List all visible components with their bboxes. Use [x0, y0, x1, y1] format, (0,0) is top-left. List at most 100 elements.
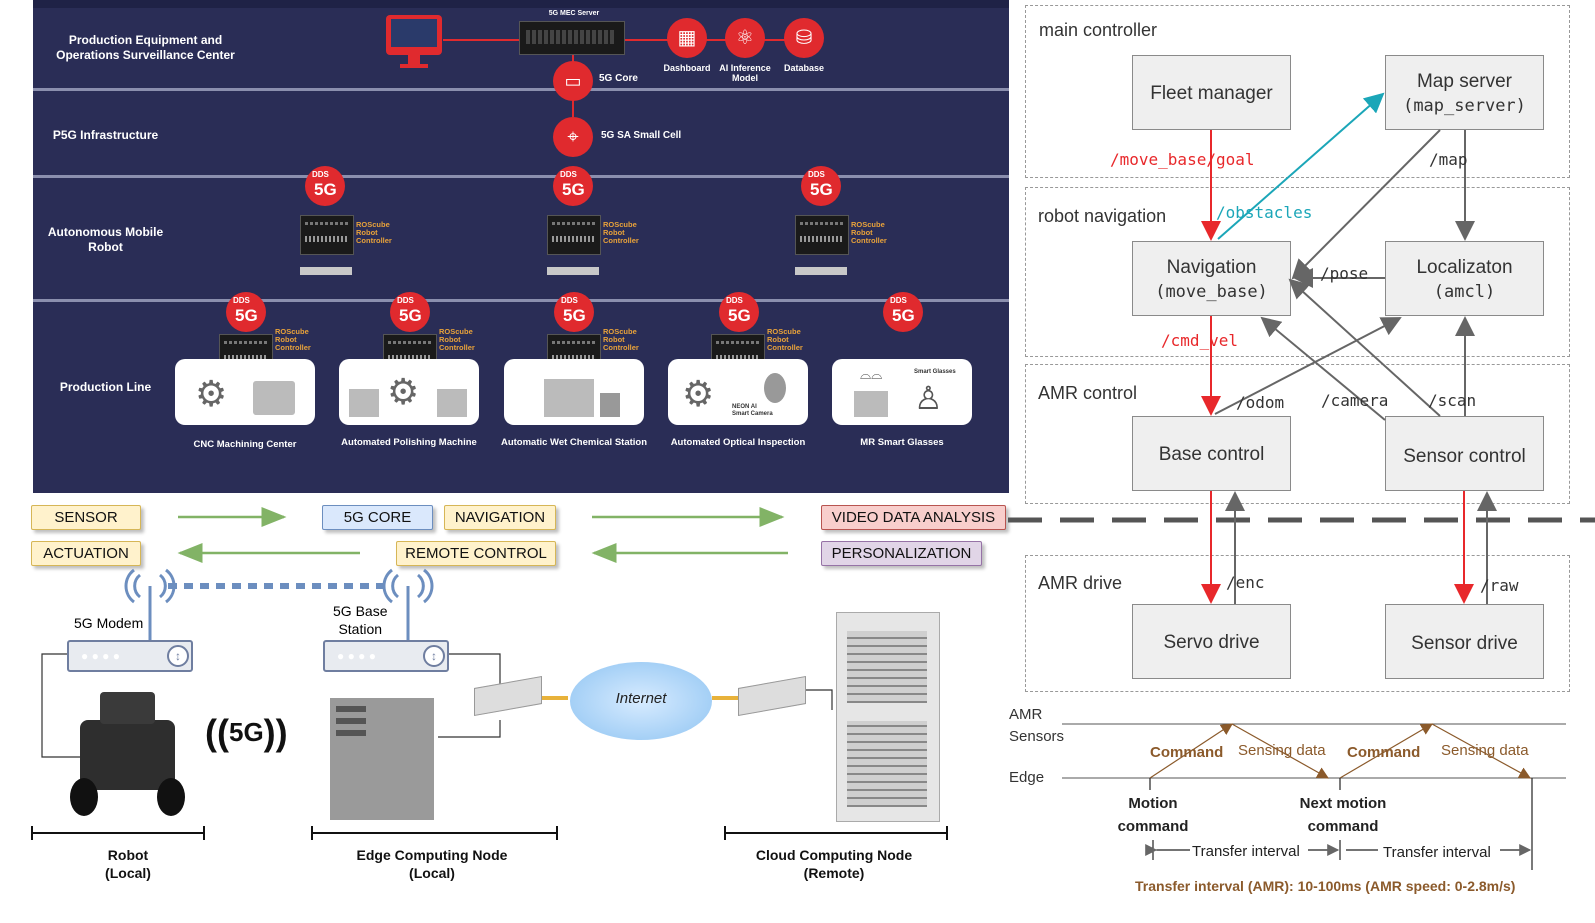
production-architecture-panel: Production Equipment and Operations Surv… [33, 0, 1009, 493]
node-edge: Edge Computing Node(Local) [356, 847, 508, 881]
station-card-cnc: ⚙ [175, 359, 315, 425]
5g-signal-badge: ((5G)) [205, 712, 288, 753]
controller-label: ROScube Robot Controller [603, 220, 639, 245]
ai-model-icon: ⚛ [725, 18, 765, 58]
internet-label: Internet [615, 690, 667, 707]
edge-bracket [311, 826, 558, 840]
timeline-amr-label: AMR Sensors [1009, 706, 1065, 745]
amr-base-icon [300, 267, 352, 275]
band-label-production-line: Production Line [59, 380, 152, 394]
topic-map: /map [1429, 150, 1468, 169]
internet-cloud-icon [570, 662, 712, 740]
station-label: CNC Machining Center [193, 439, 297, 450]
band-divider [33, 88, 1009, 91]
topic-cmd-vel: /cmd_vel [1161, 331, 1239, 350]
topic-raw: /raw [1480, 576, 1519, 595]
modem-icon: ● ● ● ● ↕ [67, 640, 193, 672]
controller-label: ROScube Robot Controller [275, 327, 311, 352]
station-card-optical: ⚙ NEON AI Smart Camera [668, 359, 808, 425]
section-label: robot navigation [1038, 206, 1167, 226]
topic-scan: /scan [1428, 391, 1477, 410]
edge-server-icon [330, 698, 434, 820]
tag-5g-core: 5G CORE [322, 505, 433, 530]
controller-label: ROScube Robot Controller [356, 220, 392, 245]
robot-arm-icon: ⚙ [195, 373, 228, 414]
topic-enc: /enc [1226, 573, 1265, 592]
transfer-interval-label: Transfer interval [1383, 844, 1491, 861]
command-label: Command [1150, 744, 1224, 761]
robot-controller-icon [300, 215, 354, 255]
fleet-manager-box: Fleet manager [1132, 55, 1291, 130]
robot-icon [70, 690, 185, 820]
servo-drive-box: Servo drive [1132, 604, 1291, 679]
controller-label: ROScube Robot Controller [851, 220, 887, 245]
sensing-data-label: Sensing data [1441, 742, 1529, 759]
service-label: AI Inference Model [719, 63, 771, 83]
transfer-interval-label: Transfer interval [1192, 843, 1300, 860]
sensing-data-label: Sensing data [1238, 742, 1326, 759]
modem-label: 5G Modem [74, 615, 144, 631]
service-label: Database [783, 63, 825, 73]
network-diagram [41, 507, 833, 758]
station-label: Automatic Wet Chemical Station [500, 437, 648, 448]
section-label: main controller [1039, 20, 1158, 40]
map-server-box: Map server(map_server) [1385, 55, 1544, 130]
tag-actuation: ACTUATION [31, 541, 141, 566]
monitor-icon [386, 15, 442, 68]
band-label-infrastructure: P5G Infrastructure [52, 128, 159, 142]
topic-obstacles: /obstacles [1216, 203, 1313, 222]
station-card-glasses: ⌓⌓ Smart Glasses ♙ [832, 359, 972, 425]
network-boundary-line [1008, 517, 1595, 523]
topic-odom: /odom [1236, 393, 1285, 412]
cloud-rack-icon [836, 612, 940, 822]
section-amr-drive [1025, 555, 1570, 692]
mec-server-label: 5G MEC Server [548, 10, 600, 17]
tag-video-analysis: VIDEO DATA ANALYSIS [821, 505, 1006, 530]
controller-label: ROScube Robot Controller [439, 327, 475, 352]
amr-base-icon [547, 267, 599, 275]
worker-icon: ♙ [914, 380, 943, 416]
robot-bracket [31, 826, 205, 840]
localization-box: Localizaton(amcl) [1385, 241, 1544, 316]
tag-remote-control: REMOTE CONTROL [396, 541, 556, 566]
cloud-bracket [724, 826, 948, 840]
camera-icon [764, 373, 786, 403]
section-label: AMR control [1038, 383, 1138, 403]
base-control-box: Base control [1132, 416, 1291, 491]
controller-label: ROScube Robot Controller [767, 327, 803, 352]
mec-server-icon [519, 21, 625, 55]
ros-arrows [1062, 92, 1566, 870]
band-label-amr: Autonomous Mobile Robot [47, 225, 164, 254]
sensor-control-box: Sensor control [1385, 416, 1544, 491]
topic-camera: /camera [1321, 391, 1389, 410]
next-motion-command-label: Next motion command [1299, 795, 1387, 835]
base-station-label: 5G Base Station [333, 603, 388, 637]
topic-pose: /pose [1320, 264, 1369, 283]
transfer-interval-footer: Transfer interval (AMR): 10-100ms (AMR s… [1135, 878, 1516, 894]
robot-controller-icon [547, 215, 601, 255]
service-label: Dashboard [663, 63, 711, 73]
station-card-wet-chemical [504, 359, 644, 425]
tag-sensor: SENSOR [31, 505, 141, 530]
controller-label: ROScube Robot Controller [603, 327, 639, 352]
band-divider [33, 299, 1009, 302]
band-divider [33, 175, 1009, 178]
tag-personalization: PERSONALIZATION [821, 541, 982, 566]
small-cell-label: 5G SA Small Cell [601, 130, 682, 141]
sensor-drive-box: Sensor drive [1385, 604, 1544, 679]
station-label: Automated Polishing Machine [341, 437, 477, 448]
amr-base-icon [795, 267, 847, 275]
command-label: Command [1347, 744, 1421, 761]
core-router-icon: ▭ [553, 61, 593, 101]
station-label: Automated Optical Inspection [670, 437, 806, 448]
node-robot: Robot(Local) [105, 847, 151, 881]
station-card-polishing: ⚙ [339, 359, 479, 425]
